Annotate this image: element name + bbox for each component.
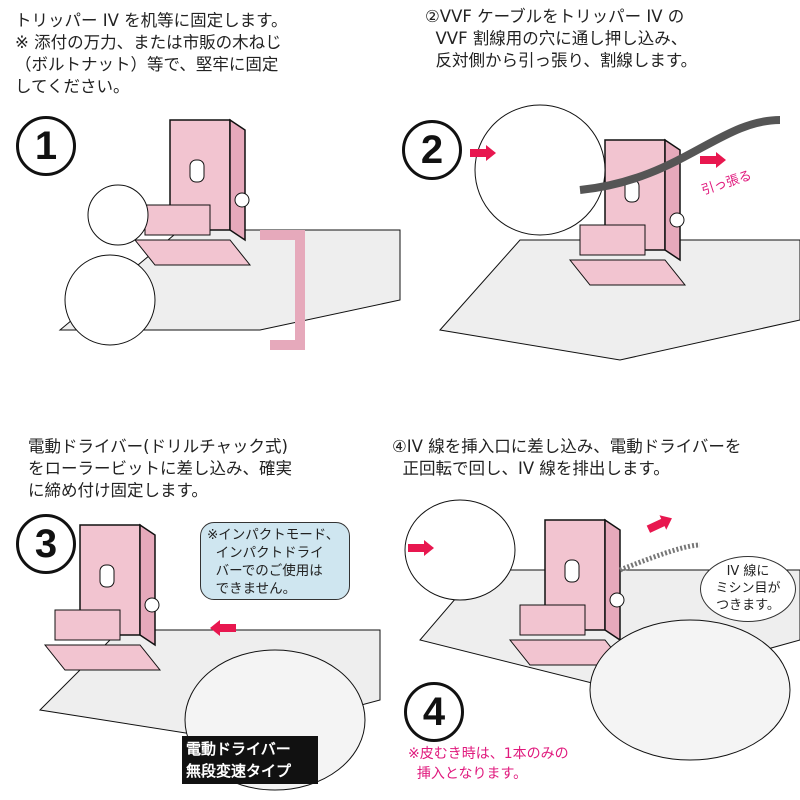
- magnified-inlet-view: [404, 499, 516, 601]
- step4-instructions: ④IV 線を挿入口に差し込み、電動ドライバーを 正回転で回し、IV 線を排出しま…: [392, 437, 742, 478]
- step4-illustration: [404, 499, 800, 761]
- impact-warning-bubble: ※インパクトモード、 インパクトドライ バーでのご使用は できません。: [200, 522, 350, 600]
- step2-instructions: ②VVF ケーブルをトリッパー IV の VVF 割線用の穴に通し押し込み、 反…: [425, 7, 698, 70]
- tripper-device: [134, 119, 251, 266]
- step1-illustration: [58, 119, 401, 350]
- magnified-screw-view: [64, 254, 156, 346]
- step-number-4: 4: [404, 682, 464, 742]
- perforation-speech-bubble: IV 線に ミシン目が つきます。: [700, 556, 796, 622]
- step-number-3: 3: [16, 514, 76, 574]
- step1-instructions: トリッパー IV を机等に固定します。 ※ 添付の万力、または市販の木ねじ （ボ…: [15, 11, 288, 96]
- step-number-2: 2: [402, 120, 462, 180]
- magnified-hole-view: [474, 104, 606, 236]
- driver-type-badge: 電動ドライバー 無段変速タイプ: [182, 736, 318, 784]
- step3-instructions: 電動ドライバー(ドリルチャック式) をローラービットに差し込み、確実 に締め付け…: [28, 437, 292, 500]
- eject-arrow-icon: [645, 511, 676, 537]
- electric-driver: [589, 619, 791, 761]
- pull-arrow-icon: [700, 152, 726, 168]
- step-number-1: 1: [16, 116, 76, 176]
- step2-illustration: [439, 104, 800, 361]
- magnified-nut-view: [87, 184, 149, 246]
- stripping-note: ※皮むき時は、1本のみの 挿入となります。: [408, 746, 569, 782]
